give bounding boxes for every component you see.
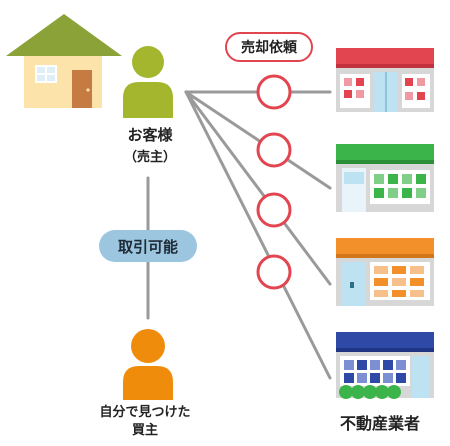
client-person-icon bbox=[123, 46, 173, 118]
line-to-orange-shop bbox=[184, 90, 332, 286]
house-icon bbox=[6, 14, 122, 108]
circle-mark-3 bbox=[256, 192, 292, 228]
line-to-green-shop bbox=[184, 90, 332, 190]
client-label: お客様 bbox=[127, 126, 173, 144]
circle-mark-2 bbox=[256, 132, 292, 168]
shop-icon-green bbox=[336, 144, 434, 212]
tradable-badge: 取引可能 bbox=[99, 230, 197, 262]
shop-icon-red bbox=[336, 48, 434, 112]
line-to-blue-shop bbox=[184, 90, 332, 380]
client-sublabel: （売主） bbox=[123, 150, 176, 165]
buyer-person-icon bbox=[123, 329, 173, 400]
sale-request-badge: 売却依頼 bbox=[225, 32, 313, 62]
buyer-label-line2: 買主 bbox=[131, 423, 158, 438]
circle-mark-4 bbox=[256, 254, 292, 290]
buyer-label-line1: 自分で見つけた bbox=[99, 405, 191, 420]
buyer-label: 自分で見つけた 買主 bbox=[70, 404, 220, 440]
circle-mark-1 bbox=[256, 74, 292, 110]
shop-icon-blue bbox=[336, 332, 434, 399]
no-circles bbox=[256, 74, 292, 290]
agents-label: 不動産業者 bbox=[339, 414, 420, 433]
shop-icon-orange bbox=[336, 238, 434, 306]
